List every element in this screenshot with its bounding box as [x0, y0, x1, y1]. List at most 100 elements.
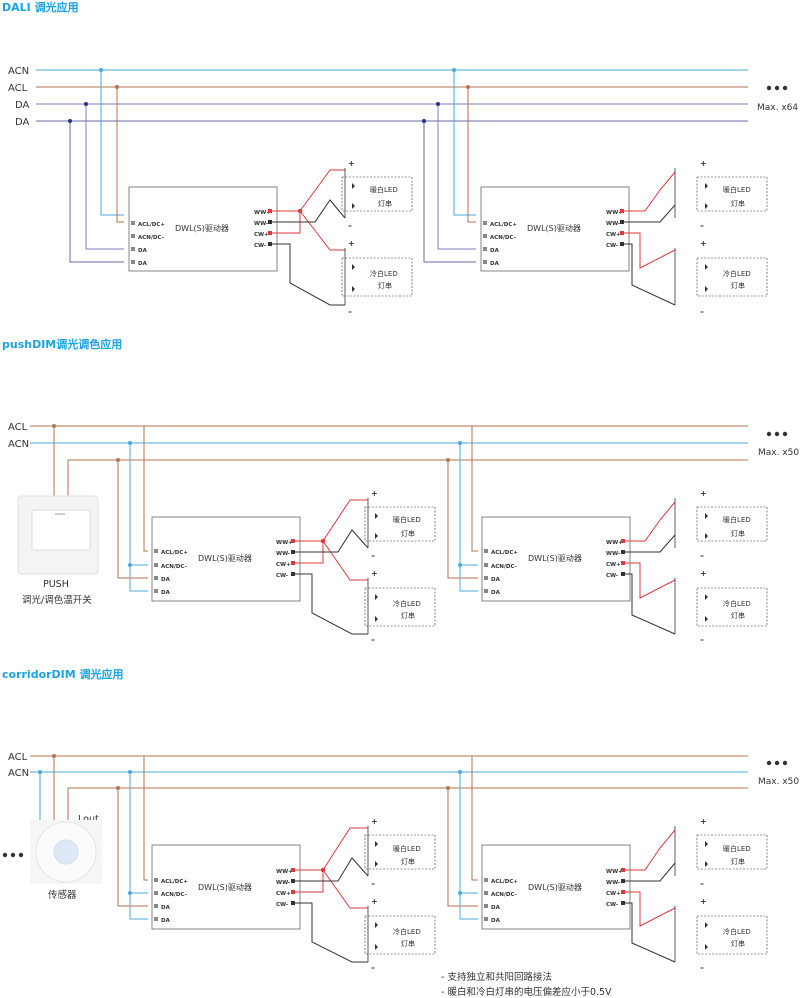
- push-switch-icon: [17, 495, 99, 575]
- led-string-cold: +– 冷白LED 灯串: [341, 239, 413, 316]
- svg-text:+: +: [371, 817, 378, 826]
- svg-text:DA: DA: [491, 918, 501, 924]
- svg-text:+: +: [371, 489, 378, 498]
- svg-text:DA: DA: [138, 261, 148, 267]
- svg-text:ACN/DC-: ACN/DC-: [490, 235, 516, 241]
- led-string-warm: +– 暖白LED 灯串: [364, 817, 436, 888]
- svg-text:DA: DA: [490, 248, 500, 254]
- svg-text:WW+: WW+: [606, 540, 623, 546]
- svg-text:WW-: WW-: [276, 551, 290, 557]
- svg-text:WW+: WW+: [606, 210, 623, 216]
- led-string-cold: +– 冷白LED 灯串: [364, 897, 436, 972]
- svg-text:–: –: [348, 221, 352, 230]
- driver-unit: ACL/DC+ ACN/DC- DA DA DWL(S)驱动器 WW+ WW- …: [422, 68, 768, 316]
- svg-text:DA: DA: [161, 918, 171, 924]
- sensor-lout-label: Lout: [78, 814, 99, 825]
- led-string-cold: +– 冷白LED 灯串: [674, 897, 768, 972]
- svg-text:灯串: 灯串: [401, 939, 415, 948]
- led-string-warm: +– 暖白LED 灯串: [341, 159, 413, 230]
- svg-text:CW-: CW-: [276, 902, 288, 908]
- driver-unit: ACL/DC+ ACN/DC- DA DA DWL(S)驱动器 WW+ WW- …: [116, 426, 436, 644]
- svg-text:+: +: [700, 239, 707, 248]
- led-string-warm: +– 暖白LED 灯串: [674, 159, 768, 230]
- svg-text:CW-: CW-: [606, 902, 618, 908]
- section-dali: DALI 调光应用 ACN ACL DA DA Max. x64 ACL/DC+…: [2, 0, 798, 316]
- svg-text:–: –: [700, 635, 704, 644]
- led-string-cold: +– 冷白LED 灯串: [364, 569, 436, 644]
- svg-text:CW+: CW+: [606, 891, 621, 897]
- driver-name: DWL(S)驱动器: [198, 882, 252, 892]
- ellipsis-icon: [766, 431, 788, 437]
- svg-text:暖白LED: 暖白LED: [393, 844, 421, 853]
- svg-text:灯串: 灯串: [731, 857, 745, 866]
- line-label-acn: ACN: [8, 768, 29, 779]
- svg-text:WW-: WW-: [606, 551, 620, 557]
- svg-text:ACN/DC-: ACN/DC-: [161, 892, 187, 898]
- line-label-acn: ACN: [8, 439, 29, 450]
- led-string-warm: +– 暖白LED 灯串: [674, 817, 768, 888]
- driver-name: DWL(S)驱动器: [527, 223, 581, 233]
- svg-text:灯串: 灯串: [401, 857, 415, 866]
- svg-text:冷白LED: 冷白LED: [393, 927, 421, 936]
- svg-text:–: –: [371, 963, 375, 972]
- svg-text:冷白LED: 冷白LED: [723, 927, 751, 936]
- svg-text:–: –: [371, 635, 375, 644]
- svg-text:WW+: WW+: [276, 869, 293, 875]
- svg-text:DA: DA: [491, 590, 501, 596]
- max-label: Max. x50: [758, 448, 799, 458]
- svg-text:DA: DA: [491, 905, 501, 911]
- driver-box: [128, 186, 278, 272]
- sensor-label: 传感器: [48, 889, 77, 901]
- svg-text:ACN/DC-: ACN/DC-: [161, 564, 187, 570]
- svg-text:灯串: 灯串: [401, 611, 415, 620]
- svg-text:WW+: WW+: [254, 210, 271, 216]
- driver-box: [151, 516, 301, 602]
- svg-text:灯串: 灯串: [378, 281, 392, 290]
- svg-text:ACL/DC+: ACL/DC+: [491, 879, 518, 885]
- ellipsis-icon: [766, 760, 788, 766]
- line-label-acn: ACN: [8, 66, 29, 77]
- svg-text:ACL/DC+: ACL/DC+: [491, 550, 518, 556]
- led-string-cold: +– 冷白LED 灯串: [674, 569, 768, 644]
- svg-text:–: –: [700, 307, 704, 316]
- svg-text:暖白LED: 暖白LED: [723, 844, 751, 853]
- driver-name: DWL(S)驱动器: [528, 553, 582, 563]
- svg-text:暖白LED: 暖白LED: [723, 515, 751, 524]
- svg-text:DA: DA: [161, 905, 171, 911]
- svg-text:CW-: CW-: [606, 243, 618, 249]
- svg-text:CW+: CW+: [606, 232, 621, 238]
- svg-text:CW+: CW+: [276, 891, 291, 897]
- svg-text:+: +: [348, 239, 355, 248]
- max-label: Max. x50: [758, 777, 799, 787]
- svg-text:灯串: 灯串: [731, 611, 745, 620]
- sensor-icon: [30, 820, 102, 884]
- driver-box: [481, 516, 631, 602]
- svg-text:CW-: CW-: [606, 573, 618, 579]
- svg-text:DA: DA: [491, 577, 501, 583]
- svg-text:ACL/DC+: ACL/DC+: [161, 879, 188, 885]
- driver-name: DWL(S)驱动器: [198, 553, 252, 563]
- driver-box: [480, 186, 630, 272]
- driver-unit: ACL/DC+ ACN/DC- DA DA DWL(S)驱动器 WW+ WW- …: [116, 756, 436, 972]
- svg-text:灯串: 灯串: [378, 199, 392, 208]
- led-string-cold: +– 冷白LED 灯串: [674, 239, 768, 316]
- svg-text:WW+: WW+: [276, 540, 293, 546]
- svg-text:+: +: [700, 159, 707, 168]
- svg-text:WW-: WW-: [606, 880, 620, 886]
- line-label-da: DA: [15, 117, 30, 128]
- driver-unit: ACL/DC+ ACN/DC- DA DA DWL(S)驱动器 WW+ WW- …: [68, 68, 413, 316]
- svg-text:–: –: [700, 879, 704, 888]
- driver-unit: ACL/DC+ ACN/DC- DA DA DWL(S)驱动器 WW+ WW- …: [446, 756, 768, 972]
- svg-text:DA: DA: [161, 577, 171, 583]
- svg-text:ACN/DC-: ACN/DC-: [491, 564, 517, 570]
- driver-name: DWL(S)驱动器: [528, 882, 582, 892]
- section-title: DALI 调光应用: [2, 0, 79, 14]
- svg-text:暖白LED: 暖白LED: [370, 185, 398, 194]
- svg-text:DA: DA: [161, 590, 171, 596]
- svg-text:–: –: [371, 551, 375, 560]
- svg-text:+: +: [700, 897, 707, 906]
- led-string-warm: +– 暖白LED 灯串: [674, 489, 768, 560]
- driver-unit: ACL/DC+ ACN/DC- DA DA DWL(S)驱动器 WW+ WW- …: [446, 426, 768, 644]
- svg-text:ACL/DC+: ACL/DC+: [138, 222, 165, 228]
